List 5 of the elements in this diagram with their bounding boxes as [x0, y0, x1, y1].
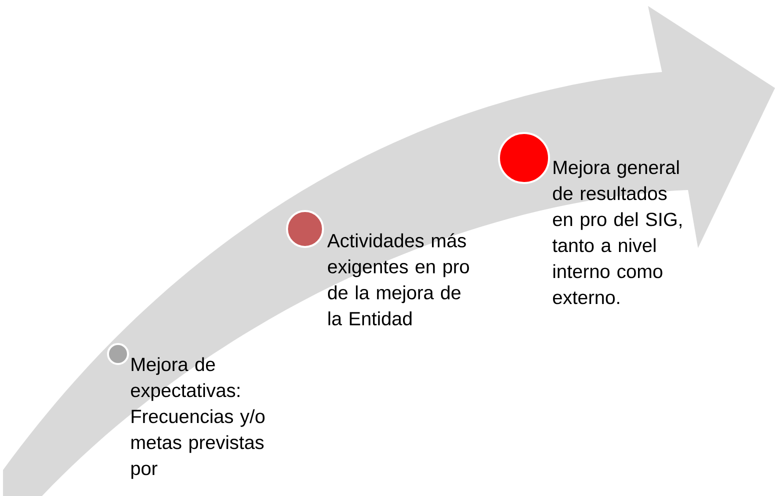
circle-marker [286, 210, 324, 248]
step-text: Mejora de expectativas: Frecuencias y/o metas previstas por [131, 357, 265, 479]
step-text: Mejora general de resultados en pro del SIG, tanto a nivel interno como externo. [552, 160, 682, 304]
circle-marker [498, 132, 550, 184]
step-text: Actividades más exigentes en pro de la mejora de la Entidad [327, 233, 469, 326]
